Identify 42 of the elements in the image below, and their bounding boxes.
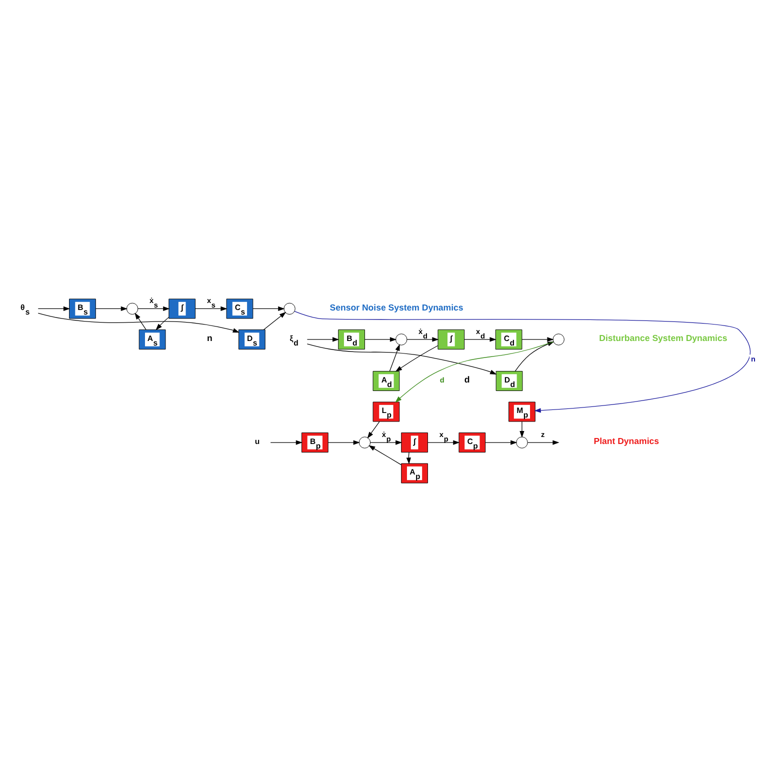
- arrow: [406, 336, 439, 342]
- arrow: [134, 312, 146, 330]
- arrow: [485, 440, 518, 444]
- node-circle: [126, 302, 138, 314]
- arrow: [427, 440, 460, 444]
- arrow: [370, 440, 402, 444]
- node-circle: [552, 333, 564, 345]
- label: Disturbance System Dynamics: [599, 332, 728, 343]
- arrow: [306, 336, 340, 342]
- arrow: [294, 310, 750, 412]
- arrow: [252, 306, 285, 311]
- arrow: [306, 343, 497, 374]
- node-box: ∫: [168, 298, 196, 318]
- arrow: [263, 311, 286, 330]
- label: Plant Dynamics: [594, 436, 660, 446]
- arrow: [527, 440, 560, 444]
- arrow: [520, 420, 524, 438]
- arrow: [195, 306, 228, 311]
- arrow: [522, 336, 554, 342]
- label: n: [207, 332, 212, 343]
- node-box: ∫: [401, 432, 428, 452]
- node-circle: [358, 436, 371, 448]
- arrow: [328, 440, 360, 444]
- arrow: [464, 336, 496, 342]
- arrow: [389, 344, 400, 371]
- node-circle: [395, 333, 408, 345]
- arrow: [364, 336, 397, 342]
- arrow: [38, 306, 70, 311]
- node-box: ∫: [438, 328, 465, 349]
- arrow: [138, 306, 170, 311]
- arrow: [156, 316, 170, 330]
- arrow: [95, 306, 128, 311]
- arrow: [38, 312, 240, 332]
- arrow: [395, 344, 438, 372]
- arrow: [368, 444, 402, 465]
- arrow: [270, 440, 303, 444]
- arrow: [367, 420, 380, 438]
- label: Sensor Noise System Dynamics: [330, 302, 464, 312]
- node-circle: [516, 436, 528, 448]
- node-text: u: [254, 436, 260, 446]
- label: d: [464, 374, 470, 384]
- node-circle: [284, 302, 296, 314]
